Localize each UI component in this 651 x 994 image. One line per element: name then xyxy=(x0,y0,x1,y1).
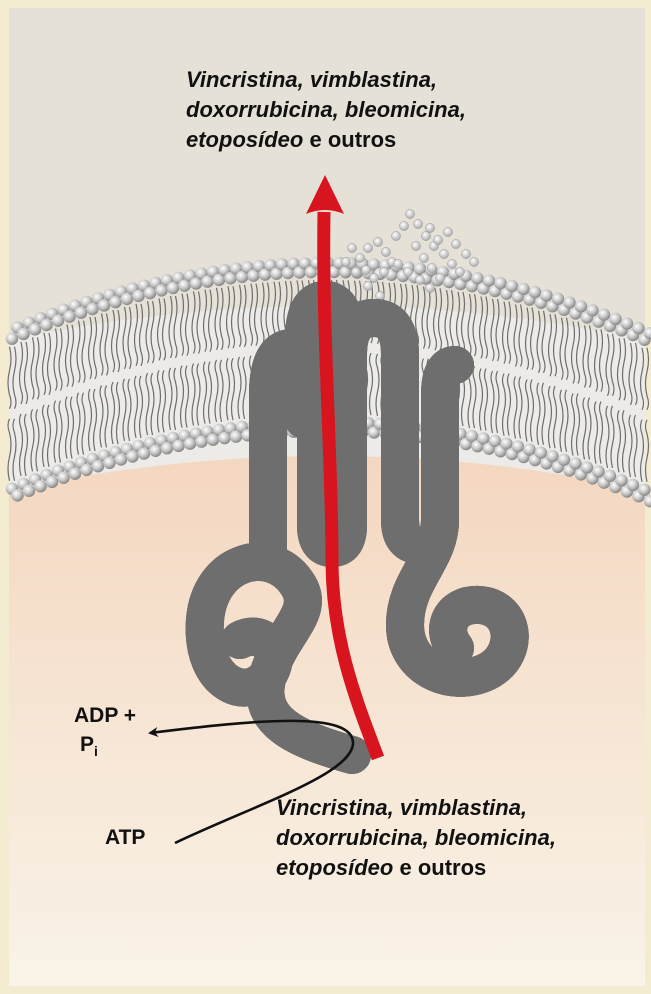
adp-label: ADP + xyxy=(74,704,136,728)
atp-label: ATP xyxy=(105,826,145,850)
top-drug-label: Vincristina, vimblastina, doxorrubicina,… xyxy=(186,65,466,155)
pi-base: P xyxy=(80,733,94,756)
pi-label: Pi xyxy=(80,733,98,759)
pi-subscript: i xyxy=(94,743,98,759)
bottom-drug-label: Vincristina, vimblastina, doxorrubicina,… xyxy=(276,793,556,883)
